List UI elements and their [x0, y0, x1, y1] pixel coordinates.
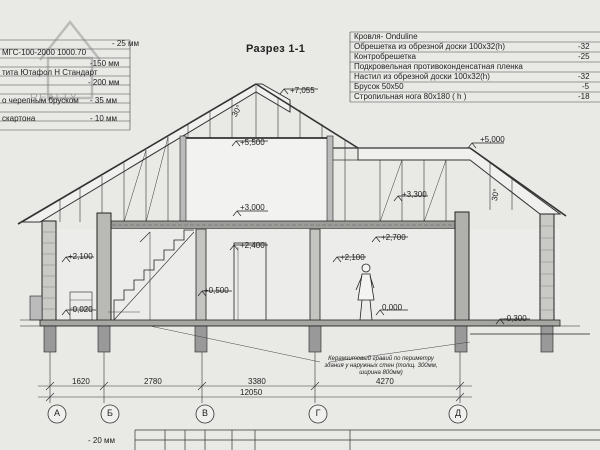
left-legend-line: МГС-100-2000 1000.70 [2, 48, 87, 57]
floor-slab [99, 220, 463, 230]
left-legend-line: - 10 мм [90, 114, 118, 123]
section-title: Разрез 1-1 [246, 43, 306, 55]
right-legend-line: Кровля- Onduline [354, 32, 418, 41]
gravel-note: Керамзитовый гравий по периметру здания … [324, 356, 438, 376]
attic-room [179, 135, 334, 225]
dimension-lines [38, 352, 472, 403]
right-legend-dim: -5 [582, 82, 590, 91]
right-legend-line: Обрешетка из обрезной доски 100x32(h) [354, 42, 505, 51]
axis-label-d: Д [454, 408, 462, 418]
axis-label-v: В [201, 408, 208, 418]
level-center-window: +2,100 [340, 253, 365, 262]
bottom-left-dim: - 20 мм [88, 436, 116, 445]
title-block [134, 429, 600, 450]
roof-structure [17, 83, 567, 225]
level-stair-top: +2,400 [240, 241, 265, 250]
axis-label-b: Б [107, 408, 113, 418]
dimension-span: 1620 [72, 377, 90, 386]
axis-label-a: А [53, 408, 60, 418]
human-figure [355, 263, 375, 321]
left-legend-line: скартона [2, 114, 36, 123]
angle-right-label: 30° [490, 188, 501, 202]
right-legend-dim: -25 [578, 52, 590, 61]
watermark-text: REALTY [30, 92, 78, 104]
right-legend-dim: -32 [578, 42, 590, 51]
level-right-ceiling: +2,700 [381, 233, 406, 242]
axis-bubbles [47, 404, 468, 424]
right-legend-dim: -32 [578, 72, 590, 81]
level-right-ridge: +5,000 [480, 135, 505, 144]
watermark-logo [39, 19, 101, 100]
leader-lines [108, 311, 471, 363]
dimension-span: 4270 [376, 377, 394, 386]
left-legend-table [0, 39, 131, 131]
level-markers [61, 88, 530, 325]
right-legend-dim: -18 [578, 92, 590, 101]
right-legend-line: Настил из обрезной доски 100x32(h) [354, 72, 490, 81]
level-upper-ceiling: +5,500 [240, 138, 265, 147]
ground-floor [20, 211, 590, 353]
level-stair-mid: +0,500 [204, 286, 229, 295]
left-legend-line: тита Ютафол Н Стандарт [2, 68, 98, 77]
dimension-total: 12050 [240, 388, 263, 397]
level-left-window: +2,100 [68, 252, 93, 261]
axis-label-g: Г [315, 408, 321, 418]
left-legend-line: - 35 мм [90, 96, 118, 105]
right-legend-line: Подкровельная противоконденсатная пленка [354, 62, 523, 71]
dimension-span: 2780 [144, 377, 162, 386]
left-legend-line: - 25 мм [112, 39, 140, 48]
right-legend-table [349, 31, 600, 103]
level-ridge: +7,055 [290, 86, 315, 95]
left-legend-line: о черепным бруском [2, 96, 79, 105]
right-legend-line: Стропильная нога 80x180 ( h ) [354, 92, 467, 101]
level-zero: 0,000 [382, 303, 403, 312]
level-floor-top: +3,000 [240, 203, 265, 212]
level-right-ground: -0,300 [504, 314, 527, 323]
left-legend-line: - 200 мм [88, 78, 120, 87]
right-legend-line: Контробрешетка [354, 52, 416, 61]
level-right-floor: +3,300 [402, 190, 427, 199]
dimension-span: 3380 [248, 377, 266, 386]
left-legend-line: -150 мм [90, 59, 120, 68]
right-legend-line: Брусок 50x50 [354, 82, 404, 91]
level-left-ground: -0,020 [70, 305, 93, 314]
